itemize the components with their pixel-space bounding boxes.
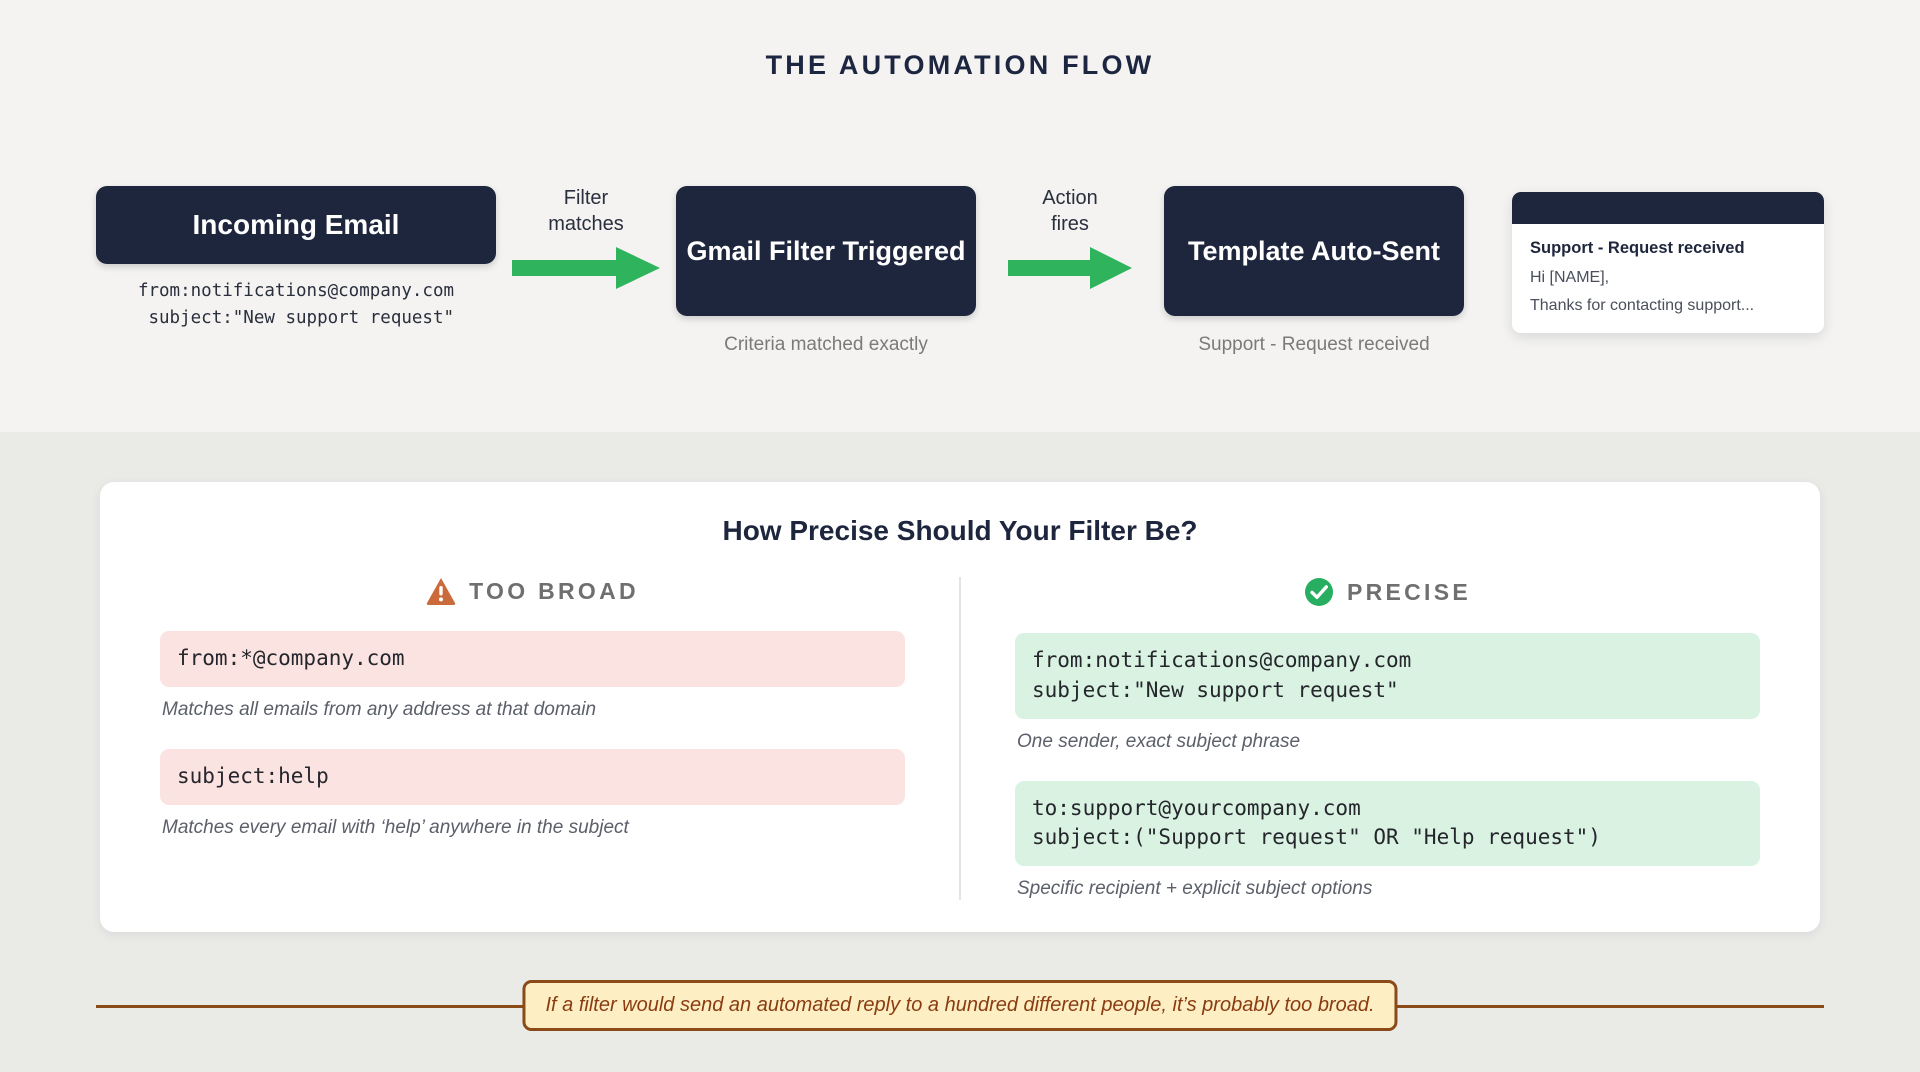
code-note-too-broad-2: Matches every email with ‘help’ anywhere… [162,816,629,838]
callout-text: If a filter would send an automated repl… [522,980,1398,1031]
column-label-too-broad: TOO BROAD [469,577,639,604]
stage-box-incoming-email: Incoming Email [96,186,496,264]
code-note-precise-1: One sender, exact subject phrase [1017,730,1301,752]
flow-stage-incoming-email: Incoming Email from:notifications@compan… [96,186,496,331]
right-arrow-icon [512,247,660,290]
right-arrow-icon [1008,247,1132,290]
column-heading-precise: PRECISE [1015,577,1760,607]
arrow-group-filter-matches: Filter matches [500,186,672,291]
column-precise: PRECISE from:notifications@company.com s… [961,577,1780,900]
code-chip-too-broad-1: from:*@company.com [160,631,905,687]
code-chip-precise-1: from:notifications@company.com subject:"… [1015,633,1760,719]
code-chip-precise-2: to:support@yourcompany.com subject:("Sup… [1015,780,1760,867]
panel-title: How Precise Should Your Filter Be? [722,515,1198,546]
stage-box-gmail-filter: Gmail Filter Triggered [676,186,976,316]
code-note-too-broad-1: Matches all emails from any address at t… [162,698,597,720]
arrow-group-action-fires: Action fires [980,186,1160,291]
arrow-label-filter-matches: Filter matches [548,187,624,235]
bottom-callout: If a filter would send an automated repl… [0,980,1920,1050]
automation-flow-row: Incoming Email from:notifications@compan… [96,186,1856,386]
warning-triangle-icon [426,578,456,605]
flow-stage-template-auto-sent: Template Auto-Sent Support - Request rec… [1164,186,1464,356]
email-body-preview: Thanks for contacting support... [1530,297,1755,314]
flow-stage-gmail-filter: Gmail Filter Triggered Criteria matched … [676,186,976,356]
column-heading-too-broad: TOO BROAD [160,577,905,605]
email-greeting: Hi [NAME], [1530,269,1610,286]
stage-caption-template-auto-sent: Support - Request received [1198,334,1430,355]
column-label-precise: PRECISE [1346,578,1472,605]
column-too-broad: TOO BROAD from:*@company.com Matches all… [140,577,961,901]
stage-caption-gmail-filter: Criteria matched exactly [724,334,928,355]
email-preview-card: Support - Request received Hi [NAME], Th… [1512,192,1824,333]
stage-code-incoming-email: from:notifications@company.com subject:"… [137,281,455,328]
email-card-header-bar [1512,192,1824,224]
email-card-body: Support - Request received Hi [NAME], Th… [1512,224,1824,333]
code-chip-too-broad-2: subject:help [160,748,905,805]
stage-box-template-auto-sent: Template Auto-Sent [1164,186,1464,316]
check-circle-icon [1304,578,1333,606]
code-note-precise-2: Specific recipient + explicit subject op… [1017,878,1373,900]
filter-precision-panel: How Precise Should Your Filter Be? TOO B… [100,482,1820,932]
page-title: THE AUTOMATION FLOW [765,50,1155,80]
arrow-label-action-fires: Action fires [1042,187,1098,235]
email-subject: Support - Request received [1530,239,1745,257]
panel-columns: TOO BROAD from:*@company.com Matches all… [100,577,1820,901]
